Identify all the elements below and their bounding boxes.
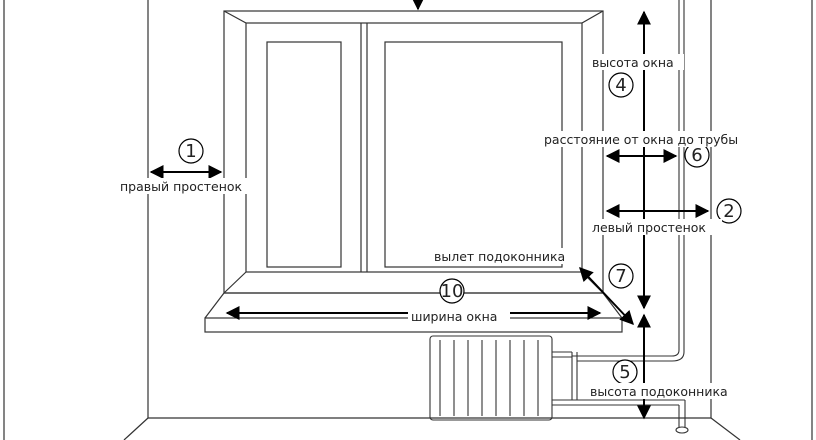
room-walls [3,0,813,440]
marker-circle-1 [178,138,204,164]
marker-6: 6 [691,145,702,166]
floor-left-diag [123,417,149,440]
right-sash-glass [384,41,563,268]
marker-circle-10 [439,278,465,304]
slope-bl [223,271,247,294]
labels: правый простенок высота окна расстояние … [120,55,738,399]
marker-7: 7 [615,266,626,287]
marker-10: 10 [441,281,464,302]
marker-circle-4 [608,72,634,98]
marker-numbers: 1 2 4 5 6 7 10 [185,75,734,383]
marker-circle-2 [716,198,742,224]
slope-tl [223,10,247,24]
marker-4: 4 [615,75,626,96]
label-right-wall: правый простенок [120,179,243,194]
label-plates [118,54,756,399]
marker-5: 5 [619,362,630,383]
sill-left-edge [204,292,225,319]
left-sash-glass [266,41,342,268]
slope-tr [581,10,604,24]
riser-bend [572,349,680,357]
floor-right-diag [710,417,741,440]
marker-circle-7 [608,263,634,289]
arrow-sill-overhang [579,266,634,326]
window-frame [245,22,583,273]
label-distance-to-pipe: расстояние от окна до трубы [544,132,738,147]
label-window-width: ширина окна [411,309,497,324]
marker-2: 2 [723,201,734,222]
window [204,10,623,333]
label-window-height: высота окна [592,55,674,70]
label-left-wall: левый простенок [592,220,706,235]
radiator-body [429,335,553,421]
marker-1: 1 [185,141,196,162]
label-sill-overhang: вылет подоконника [434,249,565,264]
pipe-floor-flange [675,426,689,434]
markers [178,72,742,385]
label-sill-height: высота подоконника [590,384,728,399]
radiator [429,335,685,421]
